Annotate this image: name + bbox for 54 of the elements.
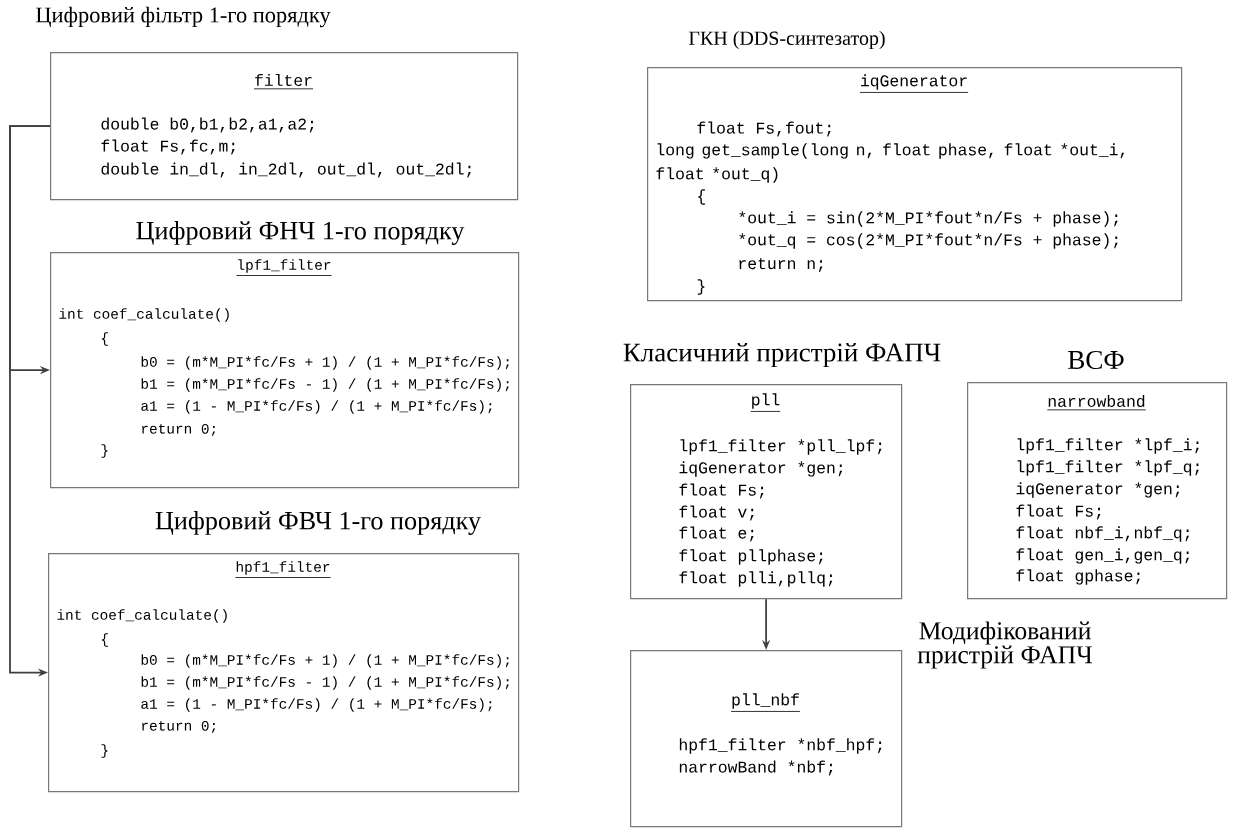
code-line: float Fs;	[1016, 504, 1101, 520]
code-line: return 0;	[142, 720, 216, 734]
code-line: b0 = (m*M_PI*fc/Fs + 1) / (1 + M_PI*fc/Fs);	[141, 356, 509, 370]
code-line: hpf1_filter *nbf_hpf;	[679, 738, 882, 754]
code-line: float plli,pllq;	[679, 571, 833, 587]
code-line: }	[697, 279, 705, 295]
code-line: *out_q = cos(2*M_PI*fout*n/Fs + phase);	[739, 233, 1118, 249]
code-line: float Fs;	[679, 483, 764, 499]
code-line: {	[698, 189, 705, 205]
class-name: iqGenerator	[859, 74, 969, 93]
code-line: {	[102, 332, 108, 346]
code-line: return 0;	[142, 423, 216, 437]
heading-text: Цифровий фільтр 1-го порядку	[36, 6, 331, 28]
heading-text: Цифровий ФВЧ 1-го порядку	[155, 511, 481, 535]
code-line: iqGenerator *gen;	[1016, 482, 1180, 498]
code-line: int coef_calculate()	[59, 308, 229, 322]
code-line: double b0,b1,b2,a1,a2;	[101, 117, 314, 133]
code-line: float Fs,fout;	[697, 121, 831, 137]
heading-text: ВСФ	[1068, 350, 1124, 370]
heading-text: Цифровий ФНЧ 1-го порядку	[136, 221, 465, 245]
heading-text: Модифікований пристрій ФАПЧ	[917, 621, 1093, 669]
code-line: }	[101, 744, 108, 758]
code-line: float gphase;	[1016, 569, 1140, 585]
code-line: iqGenerator *gen;	[679, 461, 843, 477]
code-line: float pllphase;	[679, 549, 823, 565]
code-line: float e;	[679, 526, 754, 542]
code-line: lpf1_filter *lpf_q;	[1017, 460, 1199, 476]
code-line: a1 = (1 - M_PI*fc/Fs) / (1 + M_PI*fc/Fs);	[141, 400, 492, 414]
code-line: narrowBand *nbf;	[679, 760, 833, 776]
code-line: int coef_calculate()	[57, 609, 227, 623]
code-line: float v;	[679, 505, 754, 521]
code-line: {	[102, 633, 108, 647]
code-line: b0 = (m*M_PI*fc/Fs + 1) / (1 + M_PI*fc/Fs);	[141, 654, 509, 668]
class-name: pll_nbf	[730, 693, 801, 712]
code-line: }	[101, 444, 108, 458]
code-line: double in_dl, in_2dl, out_dl, out_2dl;	[101, 162, 471, 178]
code-line: a1 = (1 - M_PI*fc/Fs) / (1 + M_PI*fc/Fs);	[141, 698, 492, 712]
code-line: long get_sample(long n, float phase, float *out_i, float *out_q)	[656, 143, 1125, 183]
class-name: hpf1_filter	[235, 561, 331, 578]
code-line: lpf1_filter *lpf_i;	[1017, 438, 1199, 454]
class-name: narrowband	[1046, 394, 1147, 411]
class-name: filter	[253, 73, 314, 90]
code-line: *out_i = sin(2*M_PI*fout*n/Fs + phase);	[739, 211, 1118, 227]
code-line: float gen_i,gen_q;	[1016, 548, 1189, 564]
heading-text: Класичний пристрій ФАПЧ	[623, 342, 941, 368]
class-name: pll	[750, 393, 781, 412]
code-line: b1 = (m*M_PI*fc/Fs - 1) / (1 + M_PI*fc/Fs);	[141, 676, 509, 690]
code-line: lpf1_filter *pll_lpf;	[680, 439, 882, 455]
code-line: float nbf_i,nbf_q;	[1016, 526, 1189, 542]
class-name: lpf1_filter	[236, 259, 332, 276]
code-line: b1 = (m*M_PI*fc/Fs - 1) / (1 + M_PI*fc/Fs);	[141, 378, 509, 392]
code-line: return n;	[739, 258, 823, 272]
heading-text: ГКН (DDS-синтезатор)	[688, 30, 885, 50]
code-line: float Fs,fc,m;	[101, 139, 235, 155]
